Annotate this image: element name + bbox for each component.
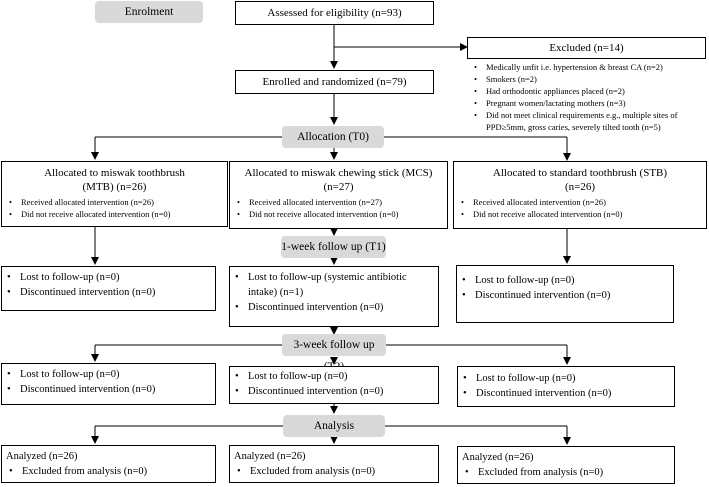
analysis-item: Excluded from analysis (n=0) bbox=[6, 464, 213, 479]
t2-items-stb: Lost to follow-up (n=0) Discontinued int… bbox=[460, 371, 672, 401]
allocation-item: Did not receive allocated intervention (… bbox=[233, 208, 444, 220]
allocation-items-mcs: Received allocated intervention (n=27) D… bbox=[233, 196, 444, 220]
assessed-box: Assessed for eligibility (n=93) bbox=[235, 1, 434, 25]
analysis-items-mtb: Excluded from analysis (n=0) bbox=[6, 464, 213, 479]
excluded-reasons-list: Medically unfit i.e. hypertension & brea… bbox=[470, 61, 708, 133]
followup2-stage-label: 3-week follow up (T2) bbox=[282, 334, 386, 373]
allocation-title-stb: Allocated to standard toothbrush (STB) (… bbox=[492, 167, 668, 193]
allocation-item: Received allocated intervention (n=26) bbox=[457, 196, 703, 208]
analysis-box-mcs: Analyzed (n=26) Excluded from analysis (… bbox=[229, 445, 439, 483]
allocation-item: Received allocated intervention (n=26) bbox=[5, 196, 224, 208]
t1-box-stb: Lost to follow-up (n=0) Discontinued int… bbox=[456, 265, 674, 323]
excluded-reason: Smokers (n=2) bbox=[470, 73, 708, 85]
t2-box-mtb: Lost to follow-up (n=0) Discontinued int… bbox=[1, 363, 216, 405]
enrolment-label: Enrolment bbox=[95, 1, 203, 23]
enrolled-text: Enrolled and randomized (n=79) bbox=[262, 76, 407, 88]
t1-items-stb: Lost to follow-up (n=0) Discontinued int… bbox=[459, 273, 671, 303]
t1-items-mtb: Lost to follow-up (n=0) Discontinued int… bbox=[4, 270, 213, 300]
t1-item: Discontinued intervention (n=0) bbox=[4, 285, 213, 300]
allocation-item: Received allocated intervention (n=27) bbox=[233, 196, 444, 208]
t1-box-mcs: Lost to follow-up (systemic antibiotic i… bbox=[229, 266, 439, 327]
allocation-stage-label: Allocation (T0) bbox=[282, 126, 384, 148]
allocation-title-mtb: Allocated to miswak toothbrush (MTB) (n=… bbox=[44, 167, 185, 193]
analysis-item: Excluded from analysis (n=0) bbox=[462, 465, 672, 480]
t1-item: Lost to follow-up (n=0) bbox=[459, 273, 671, 288]
t1-item: Lost to follow-up (n=0) bbox=[4, 270, 213, 285]
excluded-reason: Did not meet clinical requirements e.g.,… bbox=[470, 109, 708, 133]
analysis-item: Excluded from analysis (n=0) bbox=[234, 464, 436, 479]
excluded-box: Excluded (n=14) bbox=[467, 37, 706, 59]
analysis-box-mtb: Analyzed (n=26) Excluded from analysis (… bbox=[1, 445, 216, 483]
t2-item: Discontinued intervention (n=0) bbox=[460, 386, 672, 401]
followup1-stage-label: 1-week follow up (T1) bbox=[281, 236, 386, 258]
t2-box-stb: Lost to follow-up (n=0) Discontinued int… bbox=[457, 366, 675, 407]
allocation-box-mcs: Allocated to miswak chewing stick (MCS) … bbox=[229, 161, 448, 229]
allocation-items-stb: Received allocated intervention (n=26) D… bbox=[457, 196, 703, 220]
t1-items-mcs: Lost to follow-up (systemic antibiotic i… bbox=[232, 270, 436, 315]
analysis-title-mcs: Analyzed (n=26) bbox=[234, 451, 306, 462]
t1-item: Lost to follow-up (systemic antibiotic i… bbox=[232, 270, 436, 300]
t2-box-mcs: Lost to follow-up (n=0) Discontinued int… bbox=[229, 366, 439, 404]
allocation-item: Did not receive allocated intervention (… bbox=[5, 208, 224, 220]
allocation-items-mtb: Received allocated intervention (n=26) D… bbox=[5, 196, 224, 220]
analysis-items-stb: Excluded from analysis (n=0) bbox=[462, 465, 672, 480]
assessed-text: Assessed for eligibility (n=93) bbox=[267, 7, 402, 19]
t1-item: Discontinued intervention (n=0) bbox=[459, 288, 671, 303]
excluded-title: Excluded (n=14) bbox=[549, 42, 624, 54]
analysis-box-stb: Analyzed (n=26) Excluded from analysis (… bbox=[457, 446, 675, 484]
excluded-reason: Pregnant women/lactating mothers (n=3) bbox=[470, 97, 708, 109]
allocation-item: Did not receive allocated intervention (… bbox=[457, 208, 703, 220]
t2-item: Discontinued intervention (n=0) bbox=[4, 382, 213, 397]
t2-item: Lost to follow-up (n=0) bbox=[232, 369, 436, 384]
t2-item: Lost to follow-up (n=0) bbox=[4, 367, 213, 382]
t2-item: Lost to follow-up (n=0) bbox=[460, 371, 672, 386]
excluded-reason: Medically unfit i.e. hypertension & brea… bbox=[470, 61, 708, 73]
allocation-box-stb: Allocated to standard toothbrush (STB) (… bbox=[453, 161, 707, 229]
analysis-items-mcs: Excluded from analysis (n=0) bbox=[234, 464, 436, 479]
enrolled-box: Enrolled and randomized (n=79) bbox=[235, 70, 434, 94]
allocation-box-mtb: Allocated to miswak toothbrush (MTB) (n=… bbox=[1, 161, 228, 227]
analysis-title-stb: Analyzed (n=26) bbox=[462, 452, 534, 463]
analysis-title-mtb: Analyzed (n=26) bbox=[6, 451, 78, 462]
t2-item: Discontinued intervention (n=0) bbox=[232, 384, 436, 399]
excluded-reason: Had orthodontic appliances placed (n=2) bbox=[470, 85, 708, 97]
allocation-title-mcs: Allocated to miswak chewing stick (MCS) … bbox=[244, 167, 433, 193]
t1-box-mtb: Lost to follow-up (n=0) Discontinued int… bbox=[1, 266, 216, 311]
t1-item: Discontinued intervention (n=0) bbox=[232, 300, 436, 315]
t2-items-mcs: Lost to follow-up (n=0) Discontinued int… bbox=[232, 369, 436, 399]
t2-items-mtb: Lost to follow-up (n=0) Discontinued int… bbox=[4, 367, 213, 397]
analysis-stage-label: Analysis bbox=[283, 415, 385, 437]
